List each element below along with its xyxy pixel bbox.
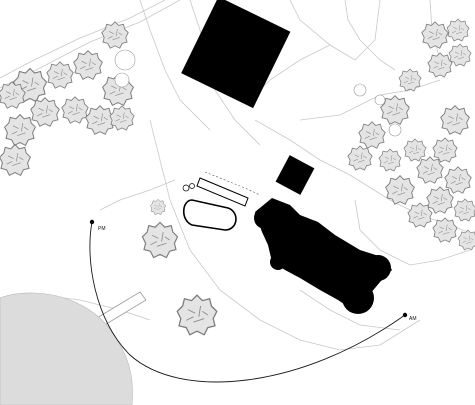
pavilion-outline <box>182 177 249 231</box>
building-tower <box>275 155 315 195</box>
pm-label: PM <box>98 226 106 232</box>
am-label: AM <box>409 316 417 322</box>
sun-path-arc <box>89 221 406 383</box>
building-main-block <box>181 0 291 109</box>
building-mansion <box>254 198 392 314</box>
pm-marker-icon <box>89 219 95 225</box>
am-marker-icon <box>402 312 408 318</box>
lake <box>0 292 133 405</box>
small-shrubs <box>114 49 402 137</box>
